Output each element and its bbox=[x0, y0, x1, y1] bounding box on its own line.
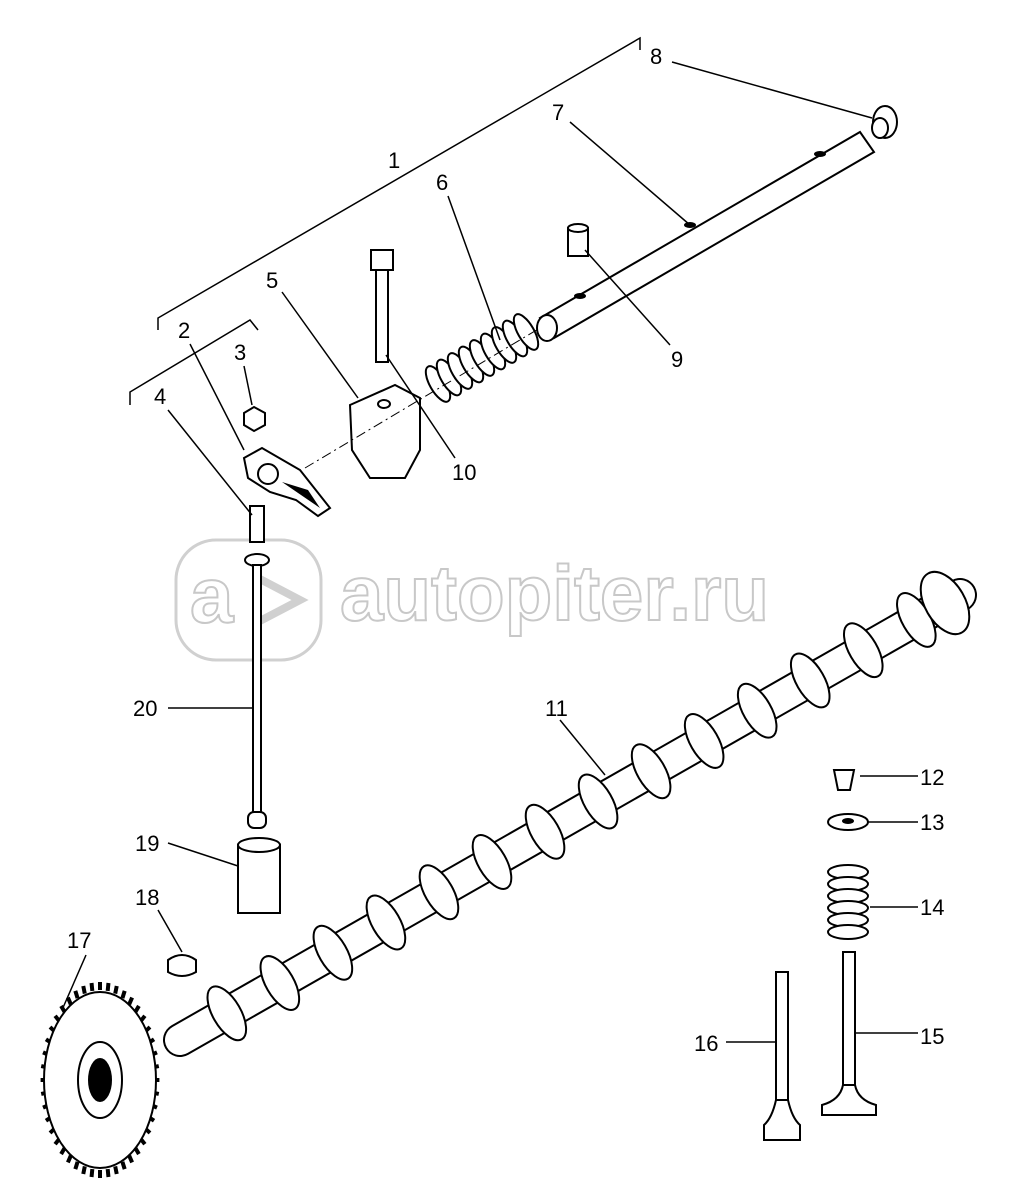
shaft-spring bbox=[424, 313, 540, 403]
spring-retainer bbox=[827, 813, 869, 831]
callout-14: 14 bbox=[920, 895, 944, 920]
callout-13: 13 bbox=[920, 810, 944, 835]
callout-17: 17 bbox=[67, 928, 91, 953]
watermark-arrow bbox=[256, 574, 309, 626]
rocker-arm bbox=[242, 446, 332, 518]
callout-11: 11 bbox=[545, 696, 568, 721]
watermark-text: autopiter.ru bbox=[340, 549, 769, 637]
exhaust-valve bbox=[821, 951, 877, 1116]
watermark-logo: a bbox=[190, 551, 234, 639]
tappet bbox=[237, 837, 281, 914]
callout-16: 16 bbox=[694, 1031, 718, 1056]
callout-18: 18 bbox=[135, 885, 159, 910]
fitting bbox=[567, 223, 589, 257]
callout-12: 12 bbox=[920, 765, 944, 790]
camshaft-gear bbox=[40, 982, 160, 1178]
axis-line bbox=[304, 327, 541, 469]
watermark: a autopiter.ru bbox=[174, 538, 770, 662]
callout-15: 15 bbox=[920, 1024, 944, 1049]
callout-6: 6 bbox=[436, 170, 448, 195]
adjusting-screw bbox=[249, 505, 265, 543]
camshaft bbox=[163, 570, 977, 1057]
callout-9: 9 bbox=[671, 347, 683, 372]
intake-valve bbox=[763, 971, 801, 1141]
callout-10: 10 bbox=[452, 460, 476, 485]
callout-19: 19 bbox=[135, 831, 159, 856]
callout-20: 20 bbox=[133, 696, 157, 721]
callout-5: 5 bbox=[266, 268, 278, 293]
valve-spring bbox=[827, 864, 869, 940]
rocker-shaft bbox=[536, 130, 876, 342]
assembly-bracket-2 bbox=[129, 319, 259, 405]
watermark-logo-frame bbox=[174, 538, 323, 662]
callout-7: 7 bbox=[552, 100, 564, 125]
bolt bbox=[370, 249, 394, 363]
callout-3: 3 bbox=[234, 340, 246, 365]
assembly-bracket-1 bbox=[157, 36, 641, 330]
pushrod bbox=[244, 553, 270, 829]
callout-8: 8 bbox=[650, 44, 662, 69]
plug bbox=[871, 105, 898, 139]
callout-2: 2 bbox=[178, 318, 190, 343]
valve-collet bbox=[832, 769, 856, 791]
nut bbox=[243, 405, 266, 433]
callout-1: 1 bbox=[388, 148, 400, 173]
woodruff-key bbox=[167, 954, 197, 977]
callout-4: 4 bbox=[154, 384, 166, 409]
leader-lines bbox=[61, 61, 918, 1043]
support-bracket bbox=[348, 383, 421, 479]
